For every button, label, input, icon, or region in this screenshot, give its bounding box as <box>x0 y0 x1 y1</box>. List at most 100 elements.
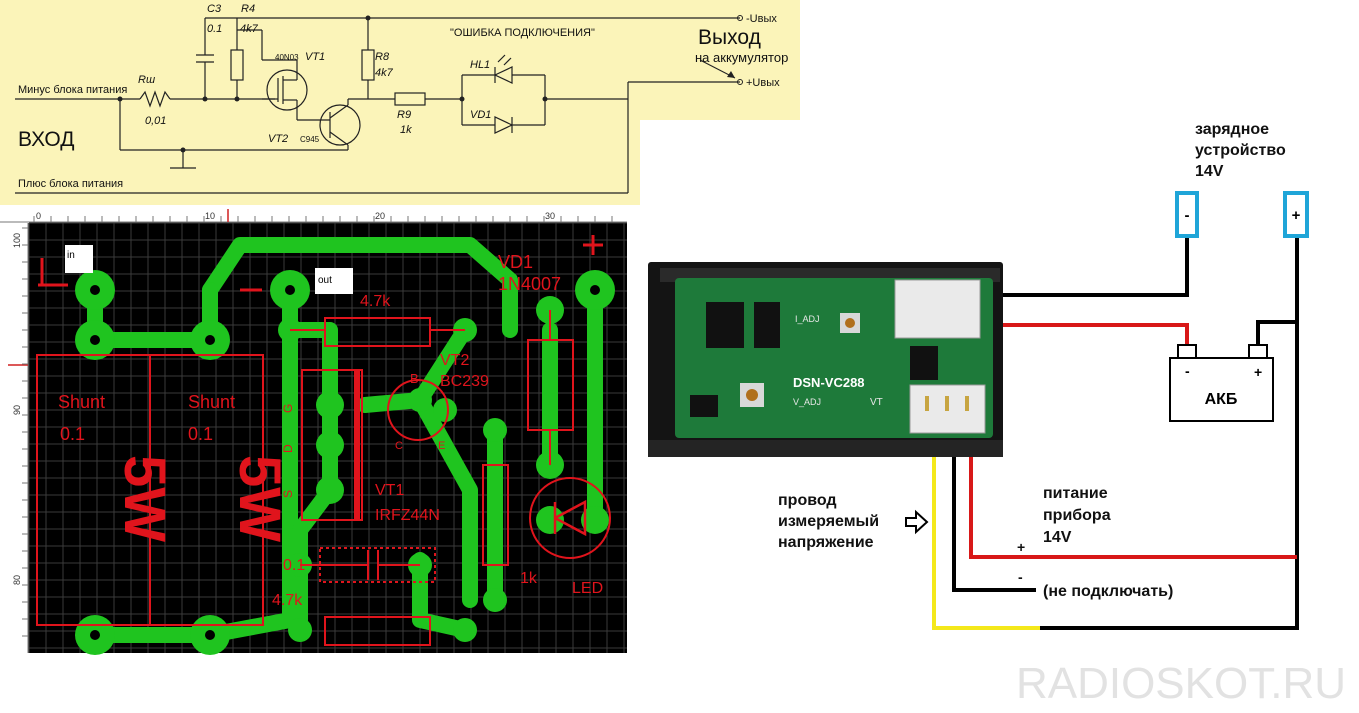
battery-plus: + <box>1254 364 1262 380</box>
arrow-right-icon <box>905 509 929 535</box>
pcb-vt2-name: VT2 <box>440 352 469 369</box>
r8-value: 4k7 <box>375 67 394 79</box>
charger-terminal-plus <box>1283 191 1309 238</box>
ruler-top-0: 0 <box>36 211 41 221</box>
r4-value: 4k7 <box>240 23 259 35</box>
led-symbol <box>553 499 587 537</box>
supply-line3: 14V <box>1043 529 1072 546</box>
pcb-vt1-pin-d: D <box>281 444 295 453</box>
supply-plus-sign: + <box>1017 539 1025 555</box>
pcb-r-right-value: 1k <box>520 570 538 587</box>
measure-wire-line3: напряжение <box>778 534 874 551</box>
supply-line2: прибора <box>1043 507 1111 524</box>
rsh-value: 0,01 <box>145 115 166 127</box>
vt2-part: C945 <box>300 135 320 144</box>
ruler-top-10: 10 <box>205 211 215 221</box>
wire-charger-minus <box>960 238 1189 297</box>
charger-terminal-minus <box>1175 191 1199 238</box>
voltmeter-module: DSN-VC288 I_ADJ V_ADJ VT <box>648 262 1003 457</box>
r8-label: R8 <box>375 51 390 63</box>
pcb-vt1-pin-s: S <box>281 490 295 498</box>
pcb-shunt2-value: 0.1 <box>188 424 213 444</box>
wire-battery-plus <box>965 323 1189 345</box>
left-ruler <box>0 223 28 653</box>
vd1-label: VD1 <box>470 109 491 121</box>
meter-v-adj: V_ADJ <box>793 397 821 407</box>
output-title: Выход <box>698 26 761 49</box>
meter-model: DSN-VC288 <box>793 375 865 390</box>
pcb-vt2-pin-b: B <box>410 371 419 386</box>
pcb-vd1-name: VD1 <box>498 252 533 272</box>
wires <box>932 238 1299 630</box>
pcb-cap-value: 0.1 <box>283 557 305 574</box>
measure-wire-line1: провод <box>778 492 837 509</box>
out-plus-label: +Uвых <box>746 77 780 89</box>
vt1-part: 40N03 <box>275 53 299 62</box>
output-subtitle: на аккумулятор <box>695 50 788 65</box>
wire-charger-plus <box>1040 238 1299 630</box>
meter-i-adj: I_ADJ <box>795 314 820 324</box>
input-title: ВХОД <box>18 128 75 151</box>
r9-label: R9 <box>397 109 411 121</box>
out-minus-label: -Uвых <box>746 13 777 25</box>
pcb-vt1-pin-g: G <box>281 404 295 413</box>
pcb-shunt2-label: Shunt <box>188 392 235 412</box>
ruler-top-20: 20 <box>375 211 385 221</box>
plus-input-label: Плюс блока питания <box>18 178 123 190</box>
ruler-left-100: 100 <box>12 233 22 248</box>
pcb-r-bottom-value: 4.7k <box>272 592 303 609</box>
wire-meter-supply-minus <box>952 410 1036 592</box>
out-label-box <box>315 268 353 294</box>
pcb-out-label: out <box>318 275 332 286</box>
r9-value: 1k <box>400 124 412 136</box>
in-label-box <box>65 245 93 273</box>
pcb-vt1-part: IRFZ44N <box>375 507 440 524</box>
not-connect-label: (не подключать) <box>1043 583 1173 600</box>
pcb-shunt1-power: 5W <box>112 455 177 542</box>
wiring-diagram: DSN-VC288 I_ADJ V_ADJ VT - + зарядное ус… <box>648 121 1346 708</box>
pcb-led-label: LED <box>572 580 603 597</box>
wire-meter-supply-plus <box>969 410 1297 559</box>
pcb-r-top-value: 4.7k <box>360 293 391 310</box>
supply-minus-sign: - <box>1018 569 1023 585</box>
c3-value: 0.1 <box>207 23 222 35</box>
meter-vt: VT <box>870 397 883 408</box>
battery: - + АКБ <box>1169 344 1274 422</box>
top-ruler <box>0 205 627 223</box>
wire-measure <box>932 410 1040 630</box>
ruler-top-30: 30 <box>545 211 555 221</box>
charger-minus-sign: - <box>1185 207 1190 224</box>
ruler-left-90: 90 <box>12 405 22 415</box>
hl1-label: HL1 <box>470 59 490 71</box>
c3-label: C3 <box>207 3 222 15</box>
supply-line1: питание <box>1043 485 1108 502</box>
watermark: RADIOSKOT.RU <box>1016 659 1346 708</box>
pcb-vt2-pin-e: E <box>438 440 445 452</box>
charger-plus-sign: + <box>1292 207 1301 224</box>
ruler-left-80: 80 <box>12 575 22 585</box>
schematic-background-lower <box>0 120 640 205</box>
vt1-label: VT1 <box>305 51 325 63</box>
pcb-silkscreen <box>36 235 611 646</box>
error-label: "ОШИБКА ПОДКЛЮЧЕНИЯ" <box>450 27 595 39</box>
schematic: C3 0.1 R4 4k7 40N03 VT1 R8 4k7 Rш 0,01 V… <box>0 0 800 205</box>
battery-label: АКБ <box>1205 391 1238 408</box>
schematic-background <box>0 0 800 120</box>
rsh-label: Rш <box>138 74 155 86</box>
pcb-shunt1-value: 0.1 <box>60 424 85 444</box>
pcb-shunt2-power: 5W <box>227 455 292 542</box>
r4-label: R4 <box>241 3 255 15</box>
pcb-layout: 0 10 20 30 100 90 80 <box>0 205 627 655</box>
wire-battery-minus <box>1256 320 1297 345</box>
pcb-shunt1-label: Shunt <box>58 392 105 412</box>
charger-label-line1: зарядное <box>1195 121 1269 138</box>
pcb-vt1-name: VT1 <box>375 482 404 499</box>
pcb-vt2-pin-c: C <box>395 440 403 452</box>
pcb-vt2-part: BC239 <box>440 373 489 390</box>
minus-input-label: Минус блока питания <box>18 84 127 96</box>
battery-minus: - <box>1185 363 1190 379</box>
vt2-label: VT2 <box>268 133 288 145</box>
pcb-in-label: in <box>67 250 75 261</box>
measure-wire-line2: измеряемый <box>778 513 879 530</box>
charger-label-line2: устройство <box>1195 142 1286 159</box>
